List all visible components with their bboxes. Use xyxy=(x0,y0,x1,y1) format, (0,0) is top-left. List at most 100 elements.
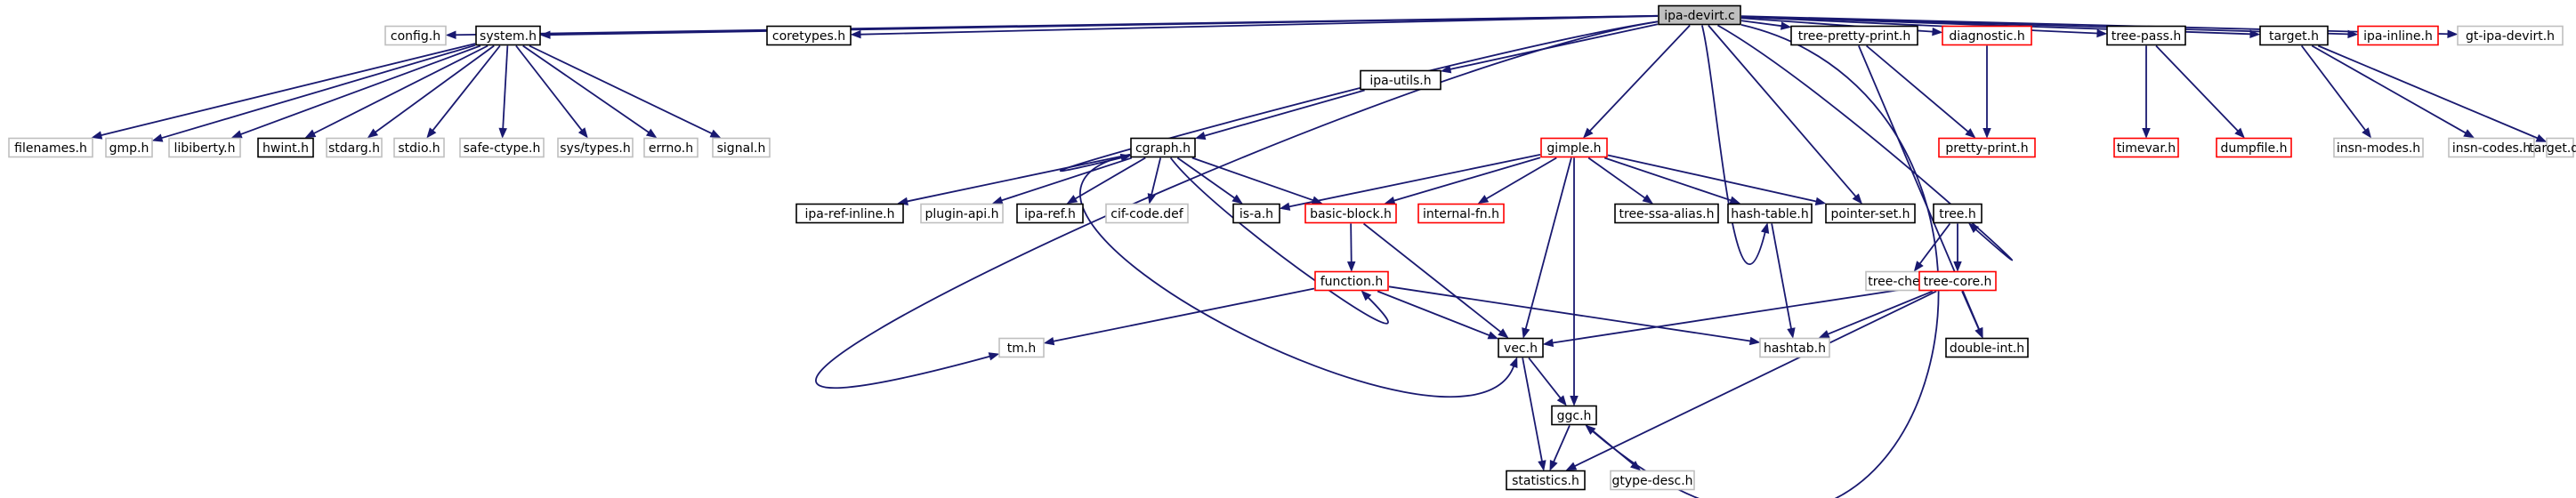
node-box-dumpfile-h xyxy=(2216,137,2292,158)
node-box-ggc-h xyxy=(1551,405,1597,426)
edge-ipa-devirt-c-to-tree-pretty-print-h xyxy=(1740,20,1782,28)
node-gimple-h[interactable]: gimple.h xyxy=(1540,137,1608,158)
node-system-h[interactable]: system.h xyxy=(475,25,541,46)
node-tree-pretty-print-h[interactable]: tree-pretty-print.h xyxy=(1790,25,1918,46)
node-ipa-devirt-c[interactable]: ipa-devirt.c xyxy=(1658,4,1741,26)
node-box-pretty-print-h xyxy=(1938,137,2036,158)
edge-gimple-h-to-vec-h xyxy=(1524,157,1572,330)
edge-function-h-to-tm-h xyxy=(1053,287,1315,342)
node-pointer-set-h[interactable]: pointer-set.h xyxy=(1825,203,1916,224)
arrowhead-cgraph-h-to-plugin-api-h xyxy=(991,196,1004,205)
arrowhead-ipa-devirt-c-to-tm-h xyxy=(988,352,1000,361)
node-box-cif-code-def xyxy=(1105,203,1189,224)
node-tree-pass-h[interactable]: tree-pass.h xyxy=(2106,25,2186,46)
node-box-is-a-h xyxy=(1232,203,1280,224)
arrowhead-function-h-to-hashtab-h xyxy=(1748,336,1761,346)
arrowhead-tree-core-h-to-statistics-h xyxy=(1565,462,1578,471)
node-label-double-int-h: double-int.h xyxy=(1950,341,2024,356)
edge-vec-h-to-statistics-h xyxy=(1522,357,1543,462)
arrowhead-system-h-to-sys-types-h xyxy=(577,127,588,139)
arrowhead-cgraph-h-to-cif-code-def xyxy=(1147,193,1156,205)
node-dumpfile-h[interactable]: dumpfile.h xyxy=(2216,137,2292,158)
arrowhead-target-h-to-insn-codes-h xyxy=(2463,129,2475,139)
node-box-internal-fn-h xyxy=(1417,203,1505,224)
node-label-insn-modes-h: insn-modes.h xyxy=(2337,141,2420,156)
node-diagnostic-h[interactable]: diagnostic.h xyxy=(1942,25,2032,46)
node-box-ipa-devirt-c xyxy=(1658,4,1741,26)
node-ipa-ref-inline-h[interactable]: ipa-ref-inline.h xyxy=(795,203,904,224)
node-label-config-h: config.h xyxy=(391,29,440,44)
node-label-tree-h: tree.h xyxy=(1939,207,1976,221)
node-hwint-h[interactable]: hwint.h xyxy=(257,137,314,158)
node-box-coretypes-h xyxy=(766,25,852,46)
node-hash-table-h[interactable]: hash-table.h xyxy=(1727,203,1813,224)
arrowhead-ipa-devirt-c-to-tree-pretty-print-h xyxy=(1780,21,1792,30)
node-ipa-inline-h[interactable]: ipa-inline.h xyxy=(2357,25,2439,46)
edge-target-h-to-insn-modes-h xyxy=(2300,44,2367,132)
arrowhead-basic-block-h-to-function-h xyxy=(1346,261,1356,272)
node-label-gtype-desc-h: gtype-desc.h xyxy=(1611,474,1692,488)
arrowhead-gimple-h-to-ggc-h xyxy=(1570,396,1579,406)
node-double-int-h[interactable]: double-int.h xyxy=(1945,337,2029,358)
node-is-a-h[interactable]: is-a.h xyxy=(1232,203,1280,224)
arrowhead-ggc-h-to-gtype-desc-h xyxy=(1630,461,1642,471)
node-ipa-utils-h[interactable]: ipa-utils.h xyxy=(1360,69,1441,91)
graph-nodes: ipa-devirt.c config.h system.h coretypes.h i… xyxy=(8,4,2576,491)
edge-system-h-to-signal-h xyxy=(529,44,713,134)
node-pretty-print-h[interactable]: pretty-print.h xyxy=(1938,137,2036,158)
arrowhead-ipa-devirt-c-to-hash-table-h xyxy=(1760,222,1770,234)
arrowhead-ipa-devirt-c-to-ipa-utils-h xyxy=(1440,65,1452,74)
node-vec-h[interactable]: vec.h xyxy=(1498,337,1544,358)
node-hashtab-h: hashtab.h xyxy=(1759,337,1830,358)
arrowhead-system-h-to-filenames-h xyxy=(91,131,103,140)
node-box-statistics-h xyxy=(1506,470,1586,491)
node-tree-h[interactable]: tree.h xyxy=(1933,203,1982,224)
node-ipa-ref-h[interactable]: ipa-ref.h xyxy=(1016,203,1084,224)
node-basic-block-h[interactable]: basic-block.h xyxy=(1304,203,1397,224)
edge-system-h-to-sys-types-h xyxy=(515,44,583,132)
node-label-basic-block-h: basic-block.h xyxy=(1310,207,1392,221)
node-box-ipa-ref-inline-h xyxy=(795,203,904,224)
node-box-tree-pass-h xyxy=(2106,25,2186,46)
node-label-hwint-h: hwint.h xyxy=(262,141,309,156)
node-box-sys-types-h xyxy=(557,137,634,158)
node-tree-core-h[interactable]: tree-core.h xyxy=(1918,270,1997,292)
node-cif-code-def: cif-code.def xyxy=(1105,203,1189,224)
node-label-stdarg-h: stdarg.h xyxy=(328,141,380,156)
node-label-vec-h: vec.h xyxy=(1504,341,1538,356)
node-cgraph-h[interactable]: cgraph.h xyxy=(1130,137,1196,158)
node-internal-fn-h[interactable]: internal-fn.h xyxy=(1417,203,1505,224)
node-box-vec-h xyxy=(1498,337,1544,358)
edge-system-h-to-gmp-h xyxy=(161,44,476,140)
node-coretypes-h[interactable]: coretypes.h xyxy=(766,25,852,46)
edge-ipa-devirt-c-to-gimple-h xyxy=(1589,24,1691,132)
edge-system-h-to-libiberty-h xyxy=(240,44,481,135)
node-box-tm-h xyxy=(998,337,1045,358)
edge-ipa-devirt-c-to-system-h xyxy=(549,14,1659,36)
node-label-function-h: function.h xyxy=(1320,275,1384,289)
node-timevar-h[interactable]: timevar.h xyxy=(2113,137,2179,158)
arrowhead-gimple-h-to-basic-block-h xyxy=(1384,196,1396,205)
edge-cgraph-h-to-cif-code-def xyxy=(1151,157,1162,195)
edge-target-h-to-insn-codes-h xyxy=(2311,44,2467,134)
node-tree-ssa-alias-h[interactable]: tree-ssa-alias.h xyxy=(1614,203,1719,224)
edge-cgraph-h-to-plugin-api-h xyxy=(1001,157,1133,202)
node-box-gmp-h xyxy=(105,137,153,158)
node-box-ipa-ref-h xyxy=(1016,203,1084,224)
node-label-diagnostic-h: diagnostic.h xyxy=(1949,29,2024,44)
edge-cgraph-h-to-is-a-h xyxy=(1176,157,1236,199)
node-box-double-int-h xyxy=(1945,337,2029,358)
node-label-signal-h: signal.h xyxy=(717,141,766,156)
edge-ggc-h-to-statistics-h xyxy=(1553,425,1571,462)
node-ggc-h[interactable]: ggc.h xyxy=(1551,405,1597,426)
node-statistics-h[interactable]: statistics.h xyxy=(1506,470,1586,491)
node-stdio-h: stdio.h xyxy=(393,137,445,158)
edge-vec-h-to-ggc-h xyxy=(1528,357,1562,399)
node-gmp-h: gmp.h xyxy=(105,137,153,158)
arrowhead-cgraph-h-to-is-a-h xyxy=(1231,194,1243,205)
edge-tree-core-h-to-hashtab-h xyxy=(1827,290,1934,335)
node-function-h[interactable]: function.h xyxy=(1314,270,1389,292)
edge-cgraph-h-to-ipa-ref-inline-h xyxy=(907,153,1131,203)
node-target-h[interactable]: target.h xyxy=(2259,25,2329,46)
